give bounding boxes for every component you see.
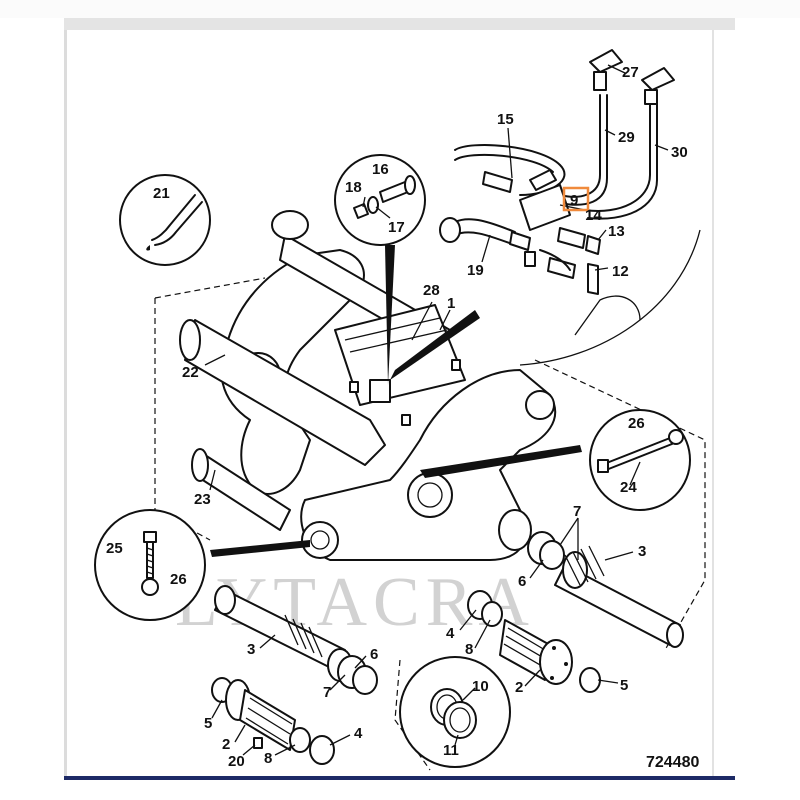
hose-detail-view bbox=[439, 49, 701, 366]
callout-23[interactable]: 23 bbox=[194, 491, 211, 508]
callout-13[interactable]: 13 bbox=[608, 223, 625, 240]
callout-2[interactable]: 2 bbox=[222, 736, 230, 753]
callout-3[interactable]: 3 bbox=[247, 641, 255, 658]
callout-22[interactable]: 22 bbox=[182, 364, 199, 381]
callout-15[interactable]: 15 bbox=[497, 111, 514, 128]
callout-4[interactable]: 4 bbox=[354, 725, 363, 742]
callout-20[interactable]: 20 bbox=[228, 753, 245, 770]
bottom-bar bbox=[64, 776, 735, 780]
callout-7[interactable]: 7 bbox=[573, 503, 581, 520]
callout-8[interactable]: 8 bbox=[264, 750, 272, 767]
callout-8[interactable]: 8 bbox=[465, 641, 473, 658]
callout-10[interactable]: 10 bbox=[472, 678, 489, 695]
right-rule bbox=[712, 30, 714, 778]
callout-17[interactable]: 17 bbox=[388, 219, 405, 236]
callout-2[interactable]: 2 bbox=[515, 679, 523, 696]
callout-labels: 1 2 2 3 3 4 4 5 5 6 6 7 7 8 8 9 10 11 12… bbox=[106, 64, 688, 770]
callout-21[interactable]: 21 bbox=[153, 185, 170, 202]
left-rule bbox=[64, 30, 67, 778]
callout-6[interactable]: 6 bbox=[518, 573, 526, 590]
top-bar bbox=[64, 18, 735, 30]
callout-26[interactable]: 26 bbox=[170, 571, 187, 588]
callout-25[interactable]: 25 bbox=[106, 540, 123, 557]
callout-7[interactable]: 7 bbox=[323, 684, 331, 701]
top-strip bbox=[0, 0, 800, 18]
callout-5[interactable]: 5 bbox=[620, 677, 628, 694]
callout-11[interactable]: 11 bbox=[443, 742, 459, 759]
callout-26[interactable]: 26 bbox=[628, 415, 645, 432]
callout-12[interactable]: 12 bbox=[612, 263, 629, 280]
callout-3[interactable]: 3 bbox=[638, 543, 646, 560]
callout-18[interactable]: 18 bbox=[345, 179, 362, 196]
lift-arm-frame bbox=[179, 210, 557, 561]
callout-9[interactable]: 9 bbox=[570, 192, 578, 209]
callout-28[interactable]: 28 bbox=[423, 282, 440, 299]
callout-24[interactable]: 24 bbox=[620, 479, 637, 496]
detail-circle-16-17-18 bbox=[334, 154, 426, 246]
callout-19[interactable]: 19 bbox=[467, 262, 484, 279]
callout-29[interactable]: 29 bbox=[618, 129, 635, 146]
detail-leaders bbox=[210, 245, 582, 557]
callout-4[interactable]: 4 bbox=[446, 625, 455, 642]
figure-reference-number: 724480 bbox=[646, 754, 699, 771]
callout-6[interactable]: 6 bbox=[370, 646, 378, 663]
callout-30[interactable]: 30 bbox=[671, 144, 688, 161]
detail-circle-25-26 bbox=[94, 509, 206, 621]
callout-16[interactable]: 16 bbox=[372, 161, 389, 178]
detail-circle-24-26 bbox=[589, 409, 691, 511]
detail-circle-10-11 bbox=[399, 656, 511, 768]
callout-27[interactable]: 27 bbox=[622, 64, 639, 81]
detail-circle-21 bbox=[119, 174, 211, 266]
left-pin-assembly bbox=[211, 585, 378, 765]
callout-1[interactable]: 1 bbox=[447, 295, 455, 312]
callout-5[interactable]: 5 bbox=[204, 715, 212, 732]
highlight-box bbox=[562, 186, 590, 212]
callout-14[interactable]: 14 bbox=[585, 207, 602, 224]
